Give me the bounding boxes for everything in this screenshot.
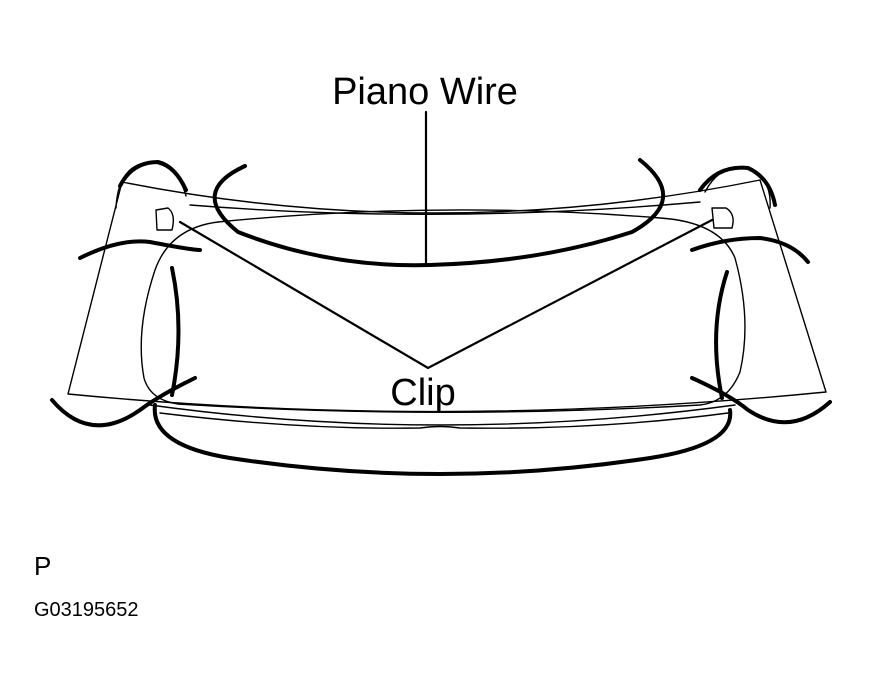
clip-leader [178, 218, 714, 370]
piano-wire-right-lower-loop [690, 376, 832, 425]
windshield-frame-inner [140, 209, 746, 413]
piano-wire-right-vertical [714, 270, 729, 400]
corner-curl-top-left [115, 161, 187, 209]
piano-wire-top-arc [212, 158, 666, 268]
glass-lower-edge-1 [149, 404, 736, 426]
piano-wire-left-lower-loop [50, 376, 197, 428]
piano-wire-left-vertical [170, 266, 181, 397]
page-letter: P [34, 551, 51, 581]
piano-wire-bottom-arc [152, 403, 733, 476]
clip-marker-left [155, 207, 175, 231]
clip-label: Clip [390, 372, 455, 414]
glass-lower-edge-2 [159, 412, 729, 429]
glass-upper-edge [189, 201, 701, 215]
piano-wire-upper-left-loop [118, 160, 188, 192]
piano-wire-upper-right-loop [698, 165, 777, 207]
piano-wire-right-side [690, 236, 810, 264]
clip-marker-right [711, 207, 734, 229]
piano-wire-left-side [78, 239, 202, 260]
figure-code: G03195652 [34, 599, 139, 621]
piano-wire-label: Piano Wire [332, 71, 518, 113]
